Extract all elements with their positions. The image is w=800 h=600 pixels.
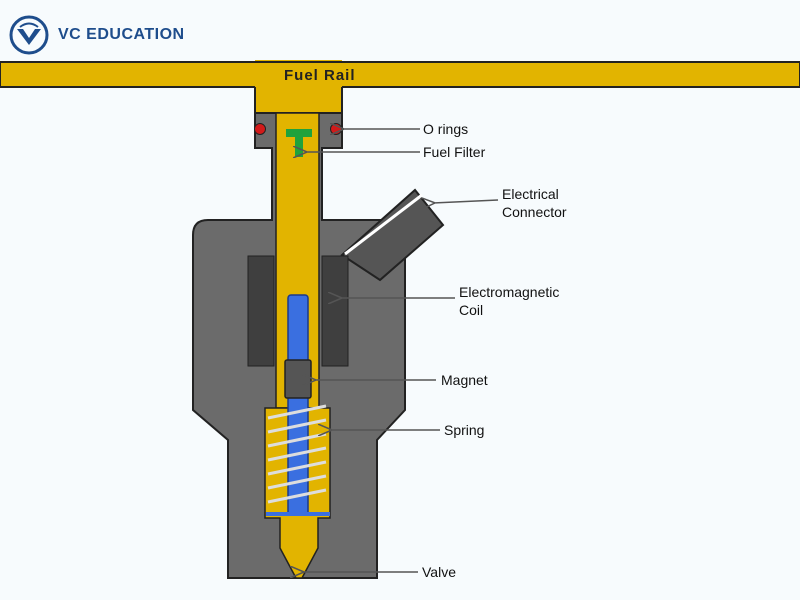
- o-rings-label: O rings: [423, 121, 468, 137]
- brand-logo: VC EDUCATION: [8, 14, 185, 56]
- electrical-connector-label-line2: Connector: [502, 204, 567, 220]
- label-arrows: [302, 129, 499, 572]
- fuel-rail-label: Fuel Rail: [284, 67, 356, 84]
- electrical-connector: [340, 188, 445, 282]
- coil-right: [321, 255, 349, 367]
- brand-name: VC EDUCATION: [58, 26, 185, 43]
- o-ring-left: [254, 123, 266, 135]
- coil-left: [247, 255, 275, 367]
- fuel-filter-label: Fuel Filter: [423, 144, 486, 160]
- valve-label: Valve: [422, 564, 456, 580]
- magnet-label: Magnet: [441, 372, 488, 388]
- o-ring-right: [330, 123, 342, 135]
- vc-education-logo-icon: [9, 15, 49, 55]
- electromagnetic-coil-label-line1: Electromagnetic: [459, 284, 559, 300]
- spring-label: Spring: [444, 422, 484, 438]
- electrical-connector-arrow: [433, 200, 499, 203]
- electromagnetic-coil-label-line2: Coil: [459, 302, 483, 318]
- magnet: [284, 359, 312, 399]
- spring: [267, 404, 327, 504]
- fuel-rail: [0, 60, 800, 114]
- electrical-connector-label-line1: Electrical: [502, 186, 559, 202]
